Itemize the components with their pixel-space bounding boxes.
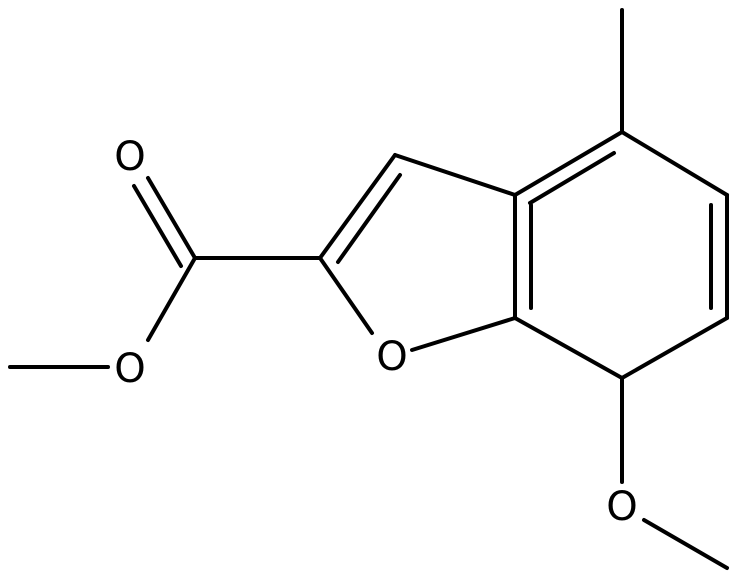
bond-c3a-c4 xyxy=(513,130,624,197)
bond-omethoxy-ch3 xyxy=(642,518,729,570)
bond-c4-c5 xyxy=(620,130,729,197)
bond-c6-c7 xyxy=(620,316,729,380)
atom-label-o-ester: O xyxy=(114,346,145,392)
bond-c7-c7a xyxy=(513,316,624,380)
bond-c3a-c3 xyxy=(393,153,517,197)
bond-c3-c2-inner xyxy=(336,173,402,264)
atom-label-o-methoxy: O xyxy=(606,484,637,530)
bond-c3-c2 xyxy=(318,153,397,260)
bond-oring-c7a xyxy=(410,316,517,352)
bond-ccarbonyl-oester xyxy=(146,256,197,342)
atom-label-o-carbonyl: O xyxy=(114,134,145,180)
bond-c2-oring xyxy=(318,256,374,335)
bond-ccarbonyl-ocarbonyl-2 xyxy=(132,184,183,268)
atom-label-o-ring: O xyxy=(376,334,407,380)
bond-ccarbonyl-ocarbonyl xyxy=(146,176,197,260)
bond-c3a-c4-inner xyxy=(528,151,616,205)
